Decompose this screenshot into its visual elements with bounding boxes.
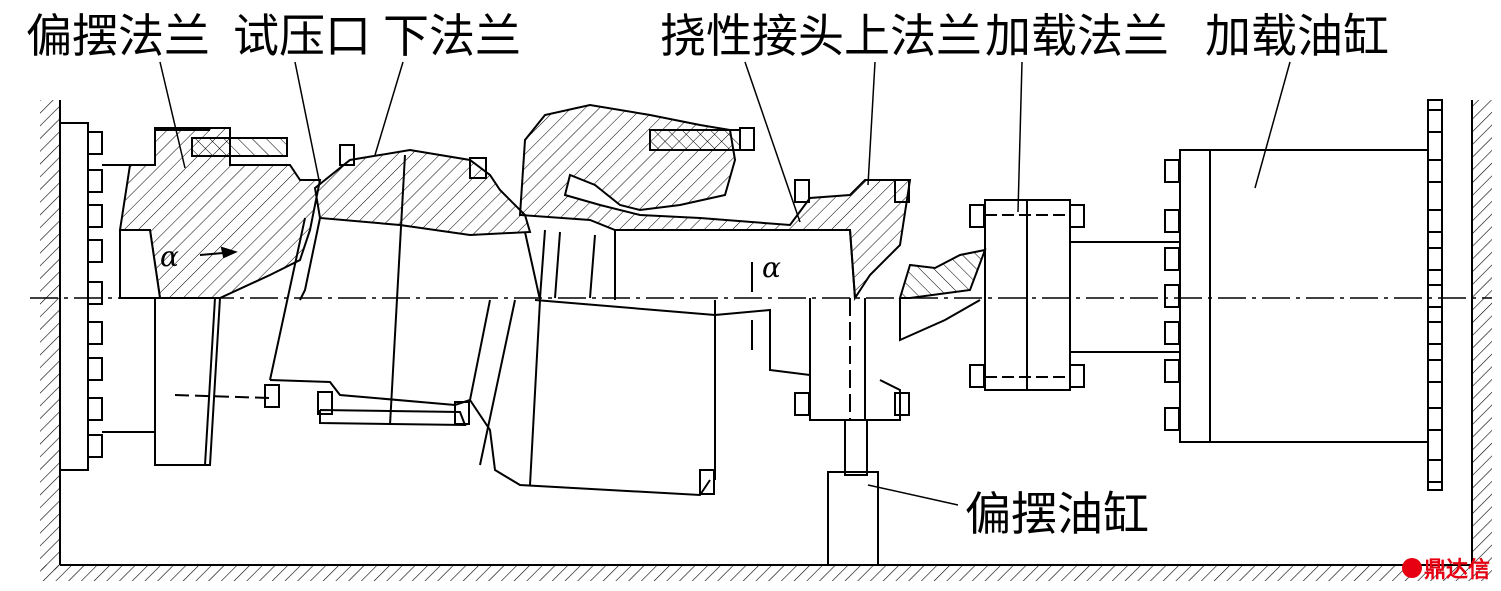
swing-cylinder [827,419,879,566]
label-flex-joint-upper-flange: 挠性接头上法兰 [660,9,982,63]
flex-joint-bolt-top [649,129,741,151]
frame [40,100,1492,581]
tilted-body [174,154,716,497]
label-lower-flange: 下法兰 [383,9,521,63]
swing-flange-upper [118,127,322,299]
label-loading-flange: 加载法兰 [985,9,1169,63]
label-test-port: 试压口 [233,9,371,63]
loading-cylinder [1164,99,1443,491]
test-port-plug [191,137,288,157]
swing-flange-lower [154,297,221,466]
cylinder-left-bolts [1164,159,1180,431]
leader-lines [159,61,1291,506]
left-plate-bolts [87,131,103,458]
lower-flange [313,148,532,237]
cylinder-right-bolts [1427,109,1443,483]
label-swing-flange: 偏摆法兰 [26,9,210,63]
angle-alpha-left: α [160,240,179,273]
watermark-text: 鼎达信 [1424,557,1490,583]
label-swing-cylinder: 偏摆油缸 [965,487,1149,541]
watermark: 鼎达信 [1402,557,1490,583]
loading-flange [969,199,1180,391]
angle-alpha-right: α [762,251,781,284]
flex-joint-upper [518,103,912,302]
label-loading-cylinder: 加载油缸 [1205,9,1389,63]
